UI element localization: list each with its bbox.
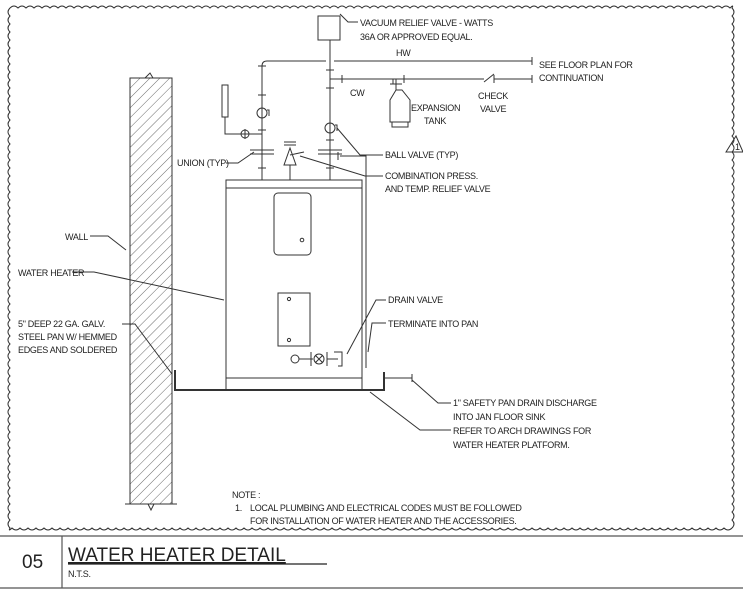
label-vacuum-relief-2: 36A OR APPROVED EQUAL. (360, 32, 472, 42)
detail-title: WATER HEATER DETAIL (68, 545, 286, 566)
label-wall: WALL (65, 232, 88, 242)
label-expansion-tank: EXPANSION (411, 103, 460, 113)
label-ball-valve: BALL VALVE (TYP) (385, 150, 458, 160)
label-terminate: TERMINATE INTO PAN (388, 319, 478, 329)
label-check-valve: CHECK (478, 91, 508, 101)
label-safety-drain: 1" SAFETY PAN DRAIN DISCHARGE (453, 398, 597, 408)
label-see-floor-plan: SEE FLOOR PLAN FOR (539, 60, 633, 70)
revision-cloud-border (7, 5, 735, 531)
label-refer-arch: REFER TO ARCH DRAWINGS FOR (453, 426, 592, 436)
note-line-1: LOCAL PLUMBING AND ELECTRICAL CODES MUST… (250, 503, 522, 513)
label-combination-relief-2: AND TEMP. RELIEF VALVE (385, 184, 491, 194)
drain-pan (174, 370, 413, 391)
label-cw: CW (350, 88, 365, 98)
note-line-2: FOR INSTALLATION OF WATER HEATER AND THE… (250, 516, 516, 526)
label-pan-2: STEEL PAN W/ HEMMED (18, 332, 118, 342)
note-heading: NOTE : (232, 490, 260, 500)
label-pan-3: EDGES AND SOLDERED (18, 345, 118, 355)
label-vacuum-relief: VACUUM RELIEF VALVE - WATTS (360, 18, 493, 28)
label-continuation: CONTINUATION (539, 73, 603, 83)
label-safety-drain-2: INTO JAN FLOOR SINK (453, 412, 545, 422)
title-block: 05 WATER HEATER DETAIL N.T.S. (0, 535, 743, 589)
revision-tag: 1 (725, 134, 743, 153)
note-number: 1. (235, 503, 242, 513)
label-drain-valve: DRAIN VALVE (388, 295, 443, 305)
detail-scale: N.T.S. (68, 569, 91, 579)
label-union: UNION (TYP) (177, 158, 229, 168)
leader-lines (72, 13, 451, 431)
detail-number: 05 (22, 552, 43, 573)
label-pan: 5" DEEP 22 GA. GALV. (18, 319, 105, 329)
piping (221, 15, 533, 368)
wall (125, 72, 177, 512)
label-water-heater: WATER HEATER (18, 268, 85, 278)
svg-text:1: 1 (735, 142, 740, 152)
label-refer-arch-2: WATER HEATER PLATFORM. (453, 440, 570, 450)
label-combination-relief: COMBINATION PRESS. (385, 171, 478, 181)
label-tank: TANK (424, 116, 446, 126)
water-heater (225, 179, 363, 391)
label-hw: HW (396, 48, 411, 58)
label-valve: VALVE (480, 104, 506, 114)
